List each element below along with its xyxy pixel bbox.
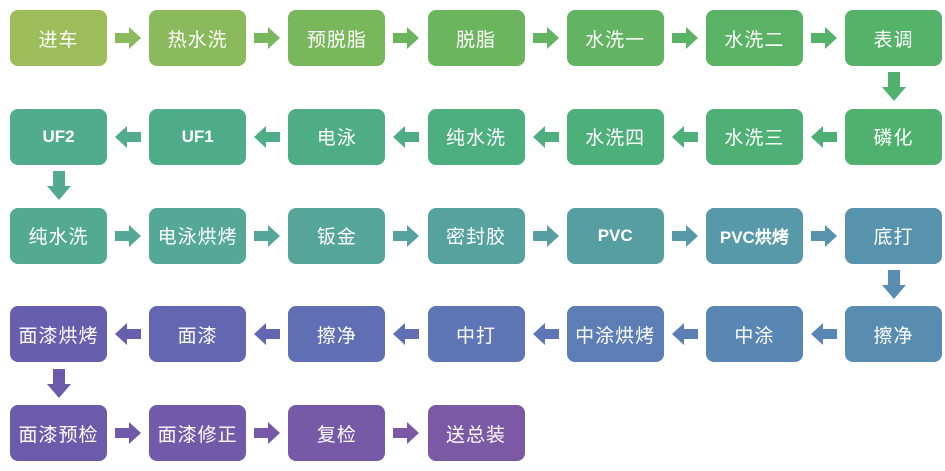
arrow-right-icon	[810, 27, 837, 49]
flow-step-pre-degrease: 预脱脂	[288, 10, 386, 66]
arrow-left-icon	[254, 323, 281, 346]
arrow-left-icon	[671, 125, 698, 148]
flow-step-sealant: 密封胶	[427, 207, 525, 264]
flow-step-topcoat-pre-inspection: 面漆预检	[10, 405, 107, 461]
arrow-right-icon	[393, 224, 420, 247]
arrow-right-icon	[115, 422, 142, 444]
arrow-left-icon	[532, 323, 559, 346]
flow-step-uf1: UF1	[149, 108, 247, 165]
flow-step-primer-sanding: 底打	[845, 207, 943, 264]
flow-step-electrophoresis: 电泳	[288, 108, 386, 165]
arrow-right-icon	[671, 224, 698, 247]
arrow-down-icon	[46, 368, 71, 398]
arrow-left-icon	[810, 125, 837, 148]
flow-step-water-wash-3: 水洗三	[705, 108, 803, 165]
flow-step-mid-coat-baking: 中涂烘烤	[566, 306, 664, 363]
arrow-right-icon	[393, 422, 420, 444]
flow-step-pure-water-wash-1: 纯水洗	[427, 108, 525, 165]
arrow-left-icon	[254, 125, 281, 148]
arrow-right-icon	[671, 27, 698, 49]
flow-step-water-wash-4: 水洗四	[566, 108, 664, 165]
flow-step-mid-sanding: 中打	[427, 306, 525, 363]
flow-step-wipe-clean-2: 擦净	[288, 306, 386, 363]
flow-step-pvc-baking: PVC烘烤	[705, 207, 803, 264]
flow-step-car-entry: 进车	[10, 10, 107, 66]
arrow-down-icon	[46, 171, 71, 201]
arrow-left-icon	[810, 323, 837, 346]
flow-step-mid-coat: 中涂	[705, 306, 803, 363]
flow-step-send-to-assembly: 送总装	[427, 405, 525, 461]
arrow-left-icon	[532, 125, 559, 148]
arrow-right-icon	[115, 224, 142, 247]
flow-step-water-wash-2: 水洗二	[705, 10, 803, 66]
flow-step-degrease: 脱脂	[427, 10, 525, 66]
flow-step-uf2: UF2	[10, 108, 107, 165]
arrow-left-icon	[115, 323, 142, 346]
arrow-down-icon	[881, 72, 906, 102]
arrow-right-icon	[254, 224, 281, 247]
arrow-right-icon	[810, 224, 837, 247]
flow-step-topcoat: 面漆	[149, 306, 247, 363]
arrow-right-icon	[393, 27, 420, 49]
arrow-left-icon	[393, 125, 420, 148]
flow-step-pure-water-wash-2: 纯水洗	[10, 207, 107, 264]
arrow-left-icon	[115, 125, 142, 148]
flow-step-sheet-metal: 钣金	[288, 207, 386, 264]
arrow-left-icon	[671, 323, 698, 346]
flow-step-ed-baking: 电泳烘烤	[149, 207, 247, 264]
arrow-right-icon	[532, 27, 559, 49]
arrow-right-icon	[254, 27, 281, 49]
arrow-right-icon	[254, 422, 281, 444]
arrow-right-icon	[115, 27, 142, 49]
flow-step-topcoat-correction: 面漆修正	[149, 405, 247, 461]
flow-step-phosphating: 磷化	[845, 108, 943, 165]
flow-step-re-inspection: 复检	[288, 405, 386, 461]
flow-step-wipe-clean-1: 擦净	[845, 306, 943, 363]
flow-step-water-wash-1: 水洗一	[566, 10, 664, 66]
flow-step-pvc: PVC	[566, 207, 664, 264]
arrow-left-icon	[393, 323, 420, 346]
flow-step-hot-water-wash: 热水洗	[149, 10, 247, 66]
arrow-down-icon	[881, 269, 906, 299]
flow-step-topcoat-baking: 面漆烘烤	[10, 306, 107, 363]
arrow-right-icon	[532, 224, 559, 247]
flow-step-surface-conditioning: 表调	[845, 10, 943, 66]
